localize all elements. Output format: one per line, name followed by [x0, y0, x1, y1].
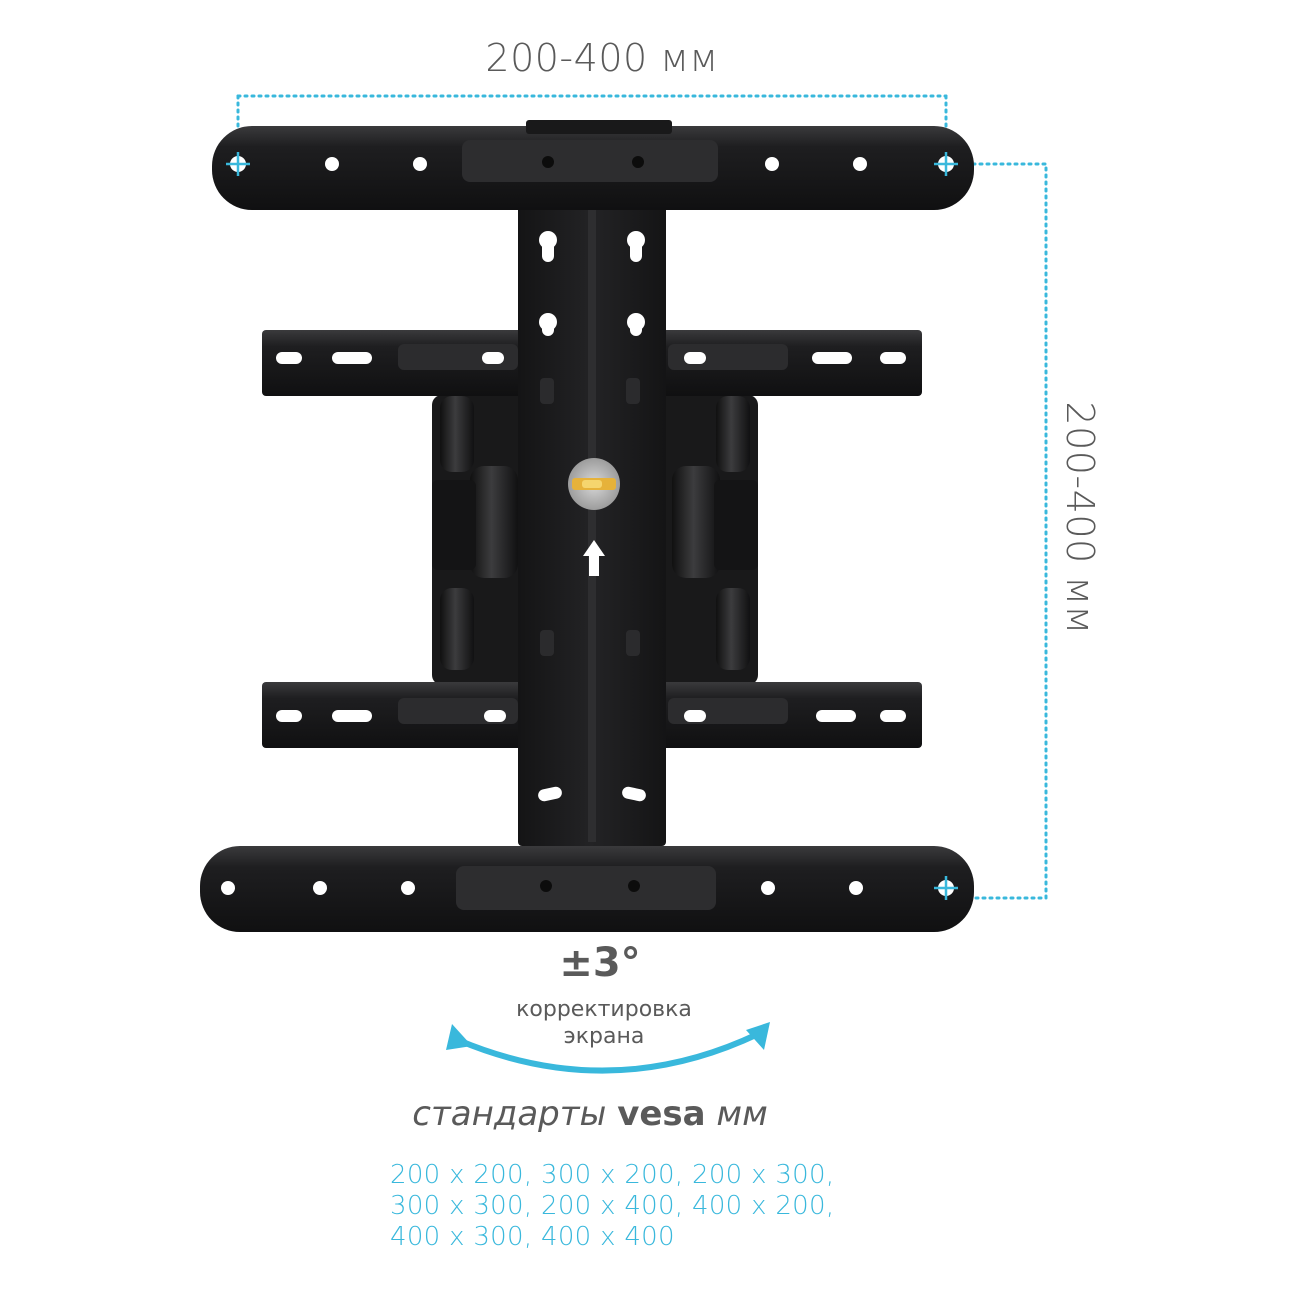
vesa-standards-list: 200 x 200, 300 x 200, 200 x 300, 300 x 3… [390, 1160, 834, 1253]
top-rail [212, 120, 974, 210]
height-dimension-line [964, 162, 1048, 900]
rotation-arrow-icon [446, 1022, 770, 1074]
vesa-title: стандарты vesa мм [0, 1094, 1180, 1134]
central-plate [518, 206, 666, 846]
vesa-list-line: 200 x 200, 300 x 200, 200 x 300, [390, 1160, 835, 1190]
tilt-caption: корректировка экрана [0, 996, 1208, 1050]
vesa-list-line: 300 x 300, 200 x 400, 400 x 200, [390, 1191, 835, 1221]
height-dimension-label: 200-400 мм [1058, 401, 1102, 635]
hinge-arm-right [660, 395, 758, 685]
mount-point-icon [934, 152, 958, 176]
vesa-list-line: 400 x 300, 400 x 400 [390, 1222, 675, 1252]
vesa-title-prefix: стандарты [412, 1094, 607, 1134]
width-dimension-label: 200-400 мм [485, 36, 719, 80]
tilt-value: ±3° [559, 940, 641, 986]
mount-point-icon [226, 152, 250, 176]
bottom-rail [200, 846, 974, 932]
tilt-caption-line: корректировка [516, 997, 692, 1022]
mount-point-icon [934, 876, 958, 900]
tilt-caption-line: экрана [563, 1024, 645, 1049]
bubble-level-icon [568, 458, 620, 510]
hinge-arm-left [432, 395, 530, 685]
vesa-title-bold: vesa [617, 1094, 706, 1134]
vesa-title-suffix: мм [716, 1094, 768, 1134]
up-arrow-icon [583, 540, 605, 576]
